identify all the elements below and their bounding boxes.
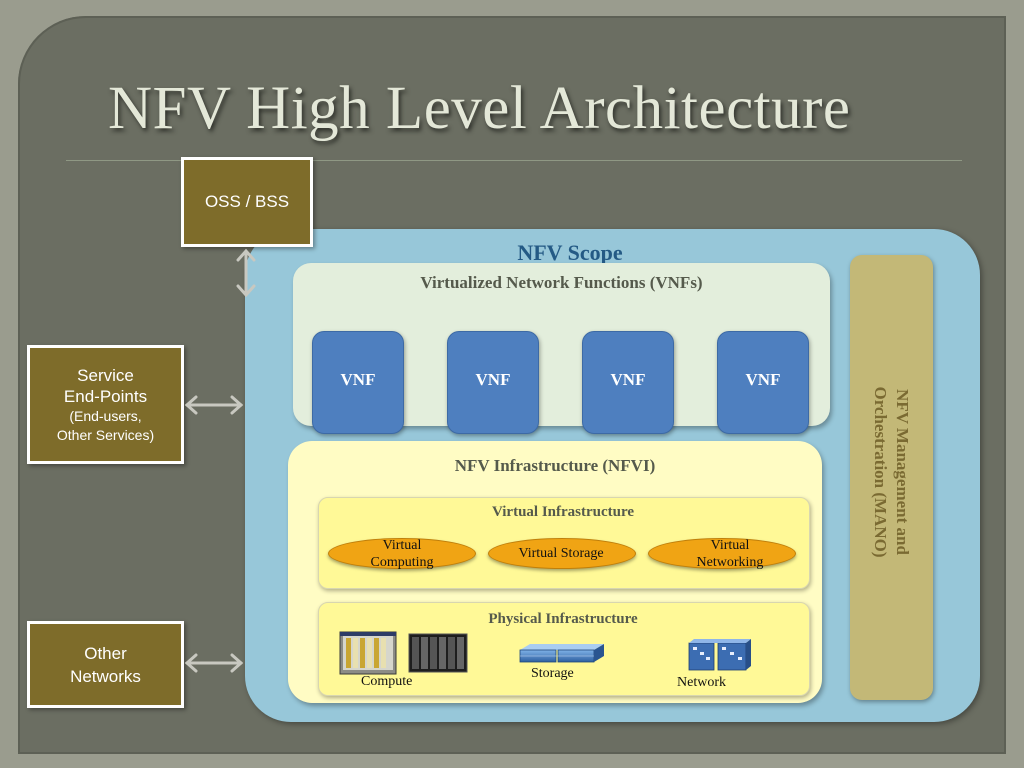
vnfs-label: Virtualized Network Functions (VNFs)	[420, 273, 703, 292]
mano-container	[850, 255, 933, 700]
virtual-infrastructure-label: Virtual Infrastructure	[491, 504, 635, 520]
blade-server-icon	[408, 633, 468, 673]
virtual-networking-oval	[648, 538, 796, 569]
other-networks-box: Other Networks	[27, 621, 184, 708]
physical-infrastructure-label: Physical Infrastructure	[488, 611, 638, 627]
compute-label: Compute	[361, 674, 413, 689]
compute-server-icon	[339, 631, 397, 675]
storage-array-icon	[519, 644, 604, 663]
virtual-computing-oval	[328, 538, 476, 569]
oss-bss-box: OSS / BSS	[181, 157, 313, 247]
virtual-computing-label: Virtual Computing	[370, 538, 434, 570]
vnf-box-2: VNF	[447, 331, 539, 434]
storage-label: Storage	[531, 666, 574, 681]
vnf-box-4: VNF	[717, 331, 809, 434]
network-switch-icon	[688, 639, 751, 671]
virtual-networking-label: Virtual Networking	[696, 538, 764, 570]
nfv-scope-label: NFV Scope	[517, 240, 623, 265]
oss-double-arrow-icon	[236, 248, 256, 298]
page-title: NFV High Level Architecture	[108, 75, 851, 142]
endpoints-double-arrow-icon	[184, 395, 244, 415]
networks-double-arrow-icon	[184, 653, 244, 673]
vnf-box-1: VNF	[312, 331, 404, 434]
virtual-storage-oval	[488, 538, 636, 569]
vnf-box-3: VNF	[582, 331, 674, 434]
title-divider	[66, 160, 962, 161]
network-label: Network	[677, 675, 726, 690]
nfvi-label: NFV Infrastructure (NFVI)	[454, 456, 656, 475]
service-endpoints-box: Service End-Points (End-users, Other Ser…	[27, 345, 184, 464]
virtual-storage-label: Virtual Storage	[518, 546, 604, 561]
